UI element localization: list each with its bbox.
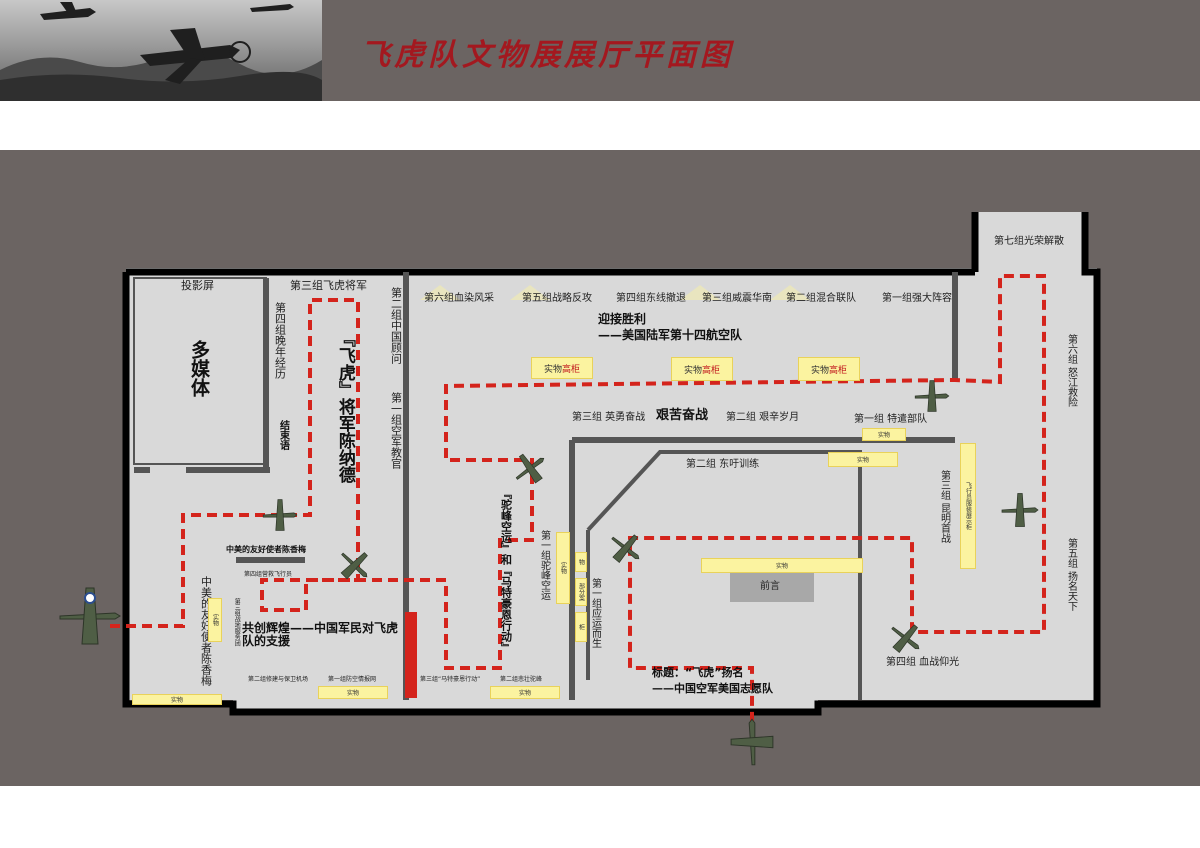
friendly-envoy-label: 中美的友好使者陈香梅 [226,545,306,554]
showcase-small-a: 物 [575,552,587,572]
showcase-tall-2: 实物高柜 [671,357,733,381]
group2-top-label: 第二组混合联队 [786,293,856,304]
nujiang-label: 第六组 怒江救险 [1065,334,1077,408]
victory-title-2: ——美国陆军第十四航空队 [598,328,743,342]
fight-g1-label: 第一组 特遣部队 [854,414,928,425]
white-band [33,101,1173,148]
showcase-fight-g1: 实物 [862,428,906,441]
sub-hump-label: 第二组悲壮驼峰 [500,676,543,683]
sub-defense-label: 第一组防空情报网 [328,676,377,683]
preface-label: 前言 [760,581,780,592]
hero-image-warplanes [0,0,322,101]
multimedia-label: 多媒体 [187,340,210,397]
showcase-hump-bottom: 实物 [490,686,560,699]
group4-late-label: 第四组晚年经历 [273,302,287,379]
entrance-title-1: 标题：“飞虎”扬名 [652,666,744,679]
dissolve-label: 第七组光荣解散 [994,236,1064,247]
entrance-title-2: ——中国空军美国志愿队 [652,682,773,695]
group1-response-label: 第一组应运而生 [589,578,601,648]
fight-hard-title: 艰苦奋战 [656,408,709,423]
fight-g3-label: 第三组 英勇奋战 [572,412,646,423]
page-title: 飞虎队文物展展厅平面图 [360,38,734,73]
group3-top-label: 第三组威震华南 [702,293,772,304]
joint-glory-title: 共创辉煌——中国军民对飞虎队的支援 [242,621,399,649]
plane-icon-entrance [59,587,121,645]
group1-academy-label: 第一组空军教官 [389,392,403,469]
group6-top-label: 第六组血染风采 [424,293,494,304]
group1-hump-label: 第一组驼峰空运 [538,530,550,600]
sub-matterhorn-label: 第三组“马特豪恩行动” [420,676,481,683]
fight-g2-label: 第二组 艰辛岁月 [726,412,800,423]
showcase-training: 实物 [828,452,898,467]
showcase-small-c: 柜 [575,612,587,642]
bloody-label: 第四组 血战仰光 [886,657,960,668]
showcase-tall-1: 实物高柜 [531,357,593,379]
projection-screen-label: 投影屏 [181,279,214,292]
training-label: 第二组 东吁训练 [686,459,760,470]
end-label: 结束语 [277,420,289,450]
showcase-pilot-uniform: 飞行员服装展示柜 [960,443,976,569]
showcase-defense: 实物 [318,686,388,699]
fame-label: 第五组 扬名天下 [1065,538,1077,612]
group4-top-label: 第四组东线撤退 [616,293,686,304]
group1-top-label: 第一组强大阵容 [882,293,952,304]
showcase-entrance-left: 实物 [132,694,222,705]
showcase-hump: 实物 [556,532,570,604]
group5-top-label: 第五组战略反攻 [522,293,592,304]
sub-side-label: 第三组战地服务团 [233,598,241,646]
bottom-band [33,786,1173,848]
group3-feihu-label: 第三组飞虎将军 [290,279,367,292]
showcase-tall-3: 实物高柜 [798,357,860,381]
showcase-small-b: 部分案 [575,578,587,606]
kunming-label: 第三组 昆明首战 [938,470,950,544]
hump-title: 『驼峰空运』和『马特豪恩行动』 [499,488,513,653]
sub-dongyu-label: 第四组营救飞行员 [244,571,293,578]
showcase-envoy: 实物 [208,598,222,642]
sub-airfield-label: 第二组修建与保卫机场 [248,676,309,683]
showcase-preface: 实物 [701,558,863,573]
chennault-title: 『飞虎』将军陈纳德 [334,330,355,483]
victory-title-1: 迎接胜利 [598,312,647,326]
group2-consultant-label: 第二组中国顾问 [389,287,403,364]
